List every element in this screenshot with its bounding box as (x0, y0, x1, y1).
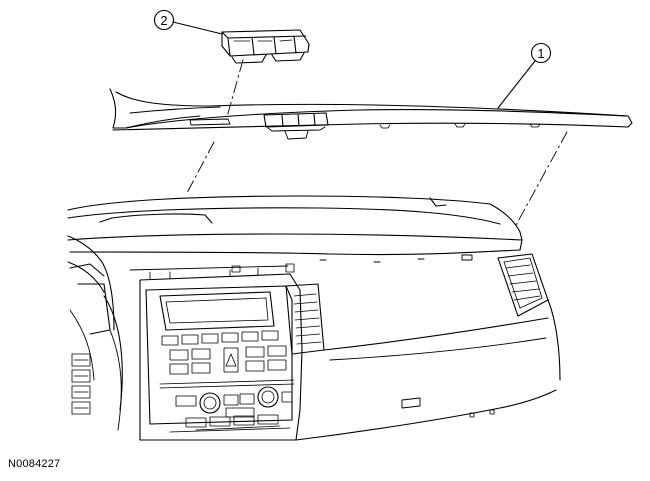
alignment-lines (186, 59, 568, 228)
instrument-panel-upper-trim (109, 88, 633, 140)
instrument-panel-assembly (67, 195, 561, 441)
switch-bezel-part (221, 29, 310, 64)
figure-reference-id: N0084227 (8, 458, 61, 470)
callout-1-label: 1 (537, 46, 544, 61)
callout-2-label: 2 (160, 13, 167, 28)
